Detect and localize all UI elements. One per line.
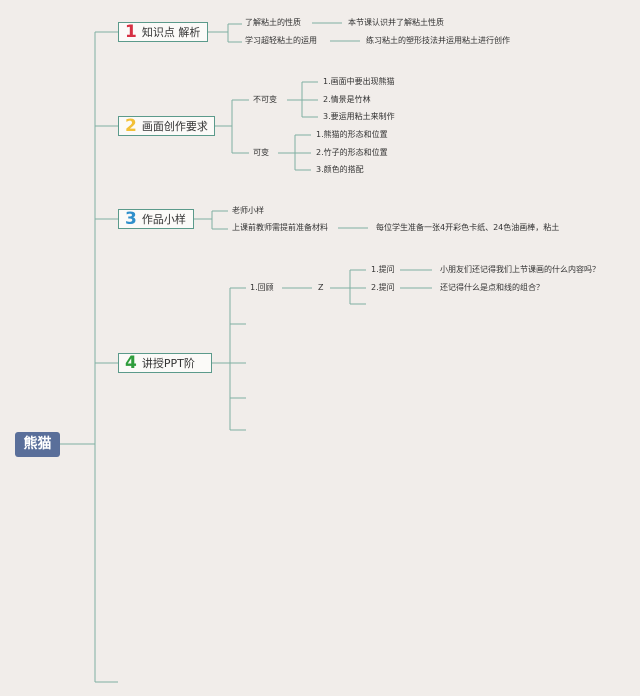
branch-2-label: 画面创作要求 [141, 120, 208, 133]
branch-1-label: 知识点 解析 [141, 26, 201, 39]
branch-3-number: 3 [125, 208, 137, 229]
b3-item-2[interactable]: 上课前教师需提前准备材料 [232, 223, 328, 232]
b1-item-1-detail[interactable]: 本节课认识并了解粘土性质 [348, 18, 444, 27]
b4-question-2[interactable]: 2.提问 [371, 283, 395, 292]
b2-fixed-item-2[interactable]: 2.情景是竹林 [323, 95, 371, 104]
b2-fixed-item-1[interactable]: 1.画面中要出现熊猫 [323, 77, 395, 86]
b4-z[interactable]: Z [318, 283, 324, 292]
b2-variable-item-1[interactable]: 1.熊猫的形态和位置 [316, 130, 388, 139]
b1-item-1[interactable]: 了解粘土的性质 [245, 18, 301, 27]
branch-3-node[interactable]: 3 作品小样 [118, 209, 194, 229]
b4-question-2-detail[interactable]: 还记得什么是点和线的组合？ [440, 283, 544, 292]
branch-1-node[interactable]: 1 知识点 解析 [118, 22, 208, 42]
branch-2-node[interactable]: 2 画面创作要求 [118, 116, 215, 136]
b2-fixed-item-3[interactable]: 3.要运用粘土来制作 [323, 112, 395, 121]
b2-fixed[interactable]: 不可变 [253, 95, 277, 104]
root-node[interactable]: 熊猫 [15, 432, 60, 457]
b2-variable-item-2[interactable]: 2.竹子的形态和位置 [316, 148, 388, 157]
branch-4-node[interactable]: 4 讲授PPT阶 [118, 353, 212, 373]
b4-question-1-detail[interactable]: 小朋友们还记得我们上节课画的什么内容吗？ [440, 265, 600, 274]
branch-1-number: 1 [125, 21, 137, 42]
branch-3-label: 作品小样 [141, 213, 186, 226]
branch-4-number: 4 [125, 352, 137, 373]
b4-question-1[interactable]: 1.提问 [371, 265, 395, 274]
b1-item-2-detail[interactable]: 练习粘土的塑形技法并运用粘土进行创作 [366, 36, 510, 45]
b2-variable-item-3[interactable]: 3.颜色的搭配 [316, 165, 364, 174]
branch-2-number: 2 [125, 115, 137, 136]
b3-item-1[interactable]: 老师小样 [232, 206, 264, 215]
b4-review[interactable]: 1.回顾 [250, 283, 274, 292]
b1-item-2[interactable]: 学习超轻粘土的运用 [245, 36, 317, 45]
branch-4-label: 讲授PPT阶 [141, 357, 195, 370]
b3-item-2-detail[interactable]: 每位学生准备一张4开彩色卡纸、24色油画棒，粘土 [376, 223, 560, 232]
b2-variable[interactable]: 可变 [253, 148, 269, 157]
